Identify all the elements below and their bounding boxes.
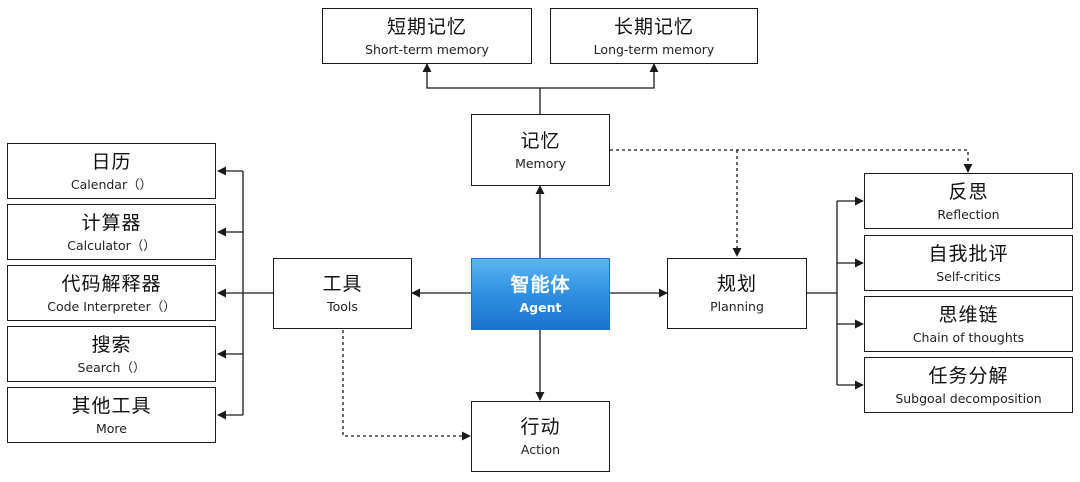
tool-item-en: More xyxy=(96,420,127,436)
planning-item-subgoal-decomposition: 任务分解 Subgoal decomposition xyxy=(864,357,1073,413)
planning-item-zh: 自我批评 xyxy=(928,242,1009,265)
agent-zh: 智能体 xyxy=(510,273,571,296)
tool-item-zh: 其他工具 xyxy=(71,394,152,417)
planning-item-en: Subgoal decomposition xyxy=(895,390,1042,406)
short-term-memory-en: Short-term memory xyxy=(365,41,489,57)
edge-memory-to-long-term xyxy=(540,63,659,89)
planning-en: Planning xyxy=(710,299,764,314)
memory-en: Memory xyxy=(515,155,566,171)
long-term-memory-zh: 长期记忆 xyxy=(613,15,694,38)
memory-zh: 记忆 xyxy=(520,129,561,152)
planning-item-en: Self-critics xyxy=(936,268,1001,284)
tool-item-code-interpreter: 代码解释器 Code Interpreter（） xyxy=(7,265,216,321)
memory-box: 记忆 Memory xyxy=(471,114,610,186)
tool-item-search: 搜索 Search（） xyxy=(7,326,216,382)
tool-item-en: Calendar（） xyxy=(70,176,153,192)
action-box: 行动 Action xyxy=(471,401,610,472)
planning-item-zh: 思维链 xyxy=(938,303,999,326)
tools-en: Tools xyxy=(327,299,358,314)
action-zh: 行动 xyxy=(520,416,561,438)
tool-item-zh: 搜索 xyxy=(91,333,132,356)
tools-box: 工具 Tools xyxy=(273,258,412,329)
edge-memory-to-reflection xyxy=(610,149,973,173)
tool-item-more: 其他工具 More xyxy=(7,387,216,443)
planning-item-en: Chain of thoughts xyxy=(912,329,1025,345)
tool-item-en: Calculator（） xyxy=(67,237,156,253)
short-term-memory-box: 短期记忆 Short-term memory xyxy=(322,8,532,64)
planning-item-reflection: 反思 Reflection xyxy=(864,173,1073,229)
planning-zh: 规划 xyxy=(716,273,757,295)
planning-item-zh: 任务分解 xyxy=(928,364,1009,387)
planning-box: 规划 Planning xyxy=(667,258,807,329)
tool-item-zh: 日历 xyxy=(91,150,132,173)
tool-item-en: Search（） xyxy=(77,359,146,375)
long-term-memory-box: 长期记忆 Long-term memory xyxy=(550,8,758,64)
planning-item-zh: 反思 xyxy=(948,180,989,203)
short-term-memory-zh: 短期记忆 xyxy=(386,15,467,38)
planning-item-self-critics: 自我批评 Self-critics xyxy=(864,235,1073,291)
planning-item-en: Reflection xyxy=(937,206,1000,222)
tool-item-zh: 计算器 xyxy=(81,211,142,234)
tool-item-en: Code Interpreter（） xyxy=(47,298,176,314)
edge-memory-to-memory-types xyxy=(422,63,541,114)
long-term-memory-en: Long-term memory xyxy=(593,41,715,57)
agent-en: Agent xyxy=(519,299,562,315)
agent-box: 智能体 Agent xyxy=(471,258,610,330)
tool-item-calendar: 日历 Calendar（） xyxy=(7,143,216,199)
planning-item-chain-of-thoughts: 思维链 Chain of thoughts xyxy=(864,296,1073,352)
tools-zh: 工具 xyxy=(322,273,363,295)
tool-item-calculator: 计算器 Calculator（） xyxy=(7,204,216,260)
edge-tools-to-action xyxy=(342,330,471,441)
action-en: Action xyxy=(520,442,561,457)
tool-item-zh: 代码解释器 xyxy=(61,272,162,295)
